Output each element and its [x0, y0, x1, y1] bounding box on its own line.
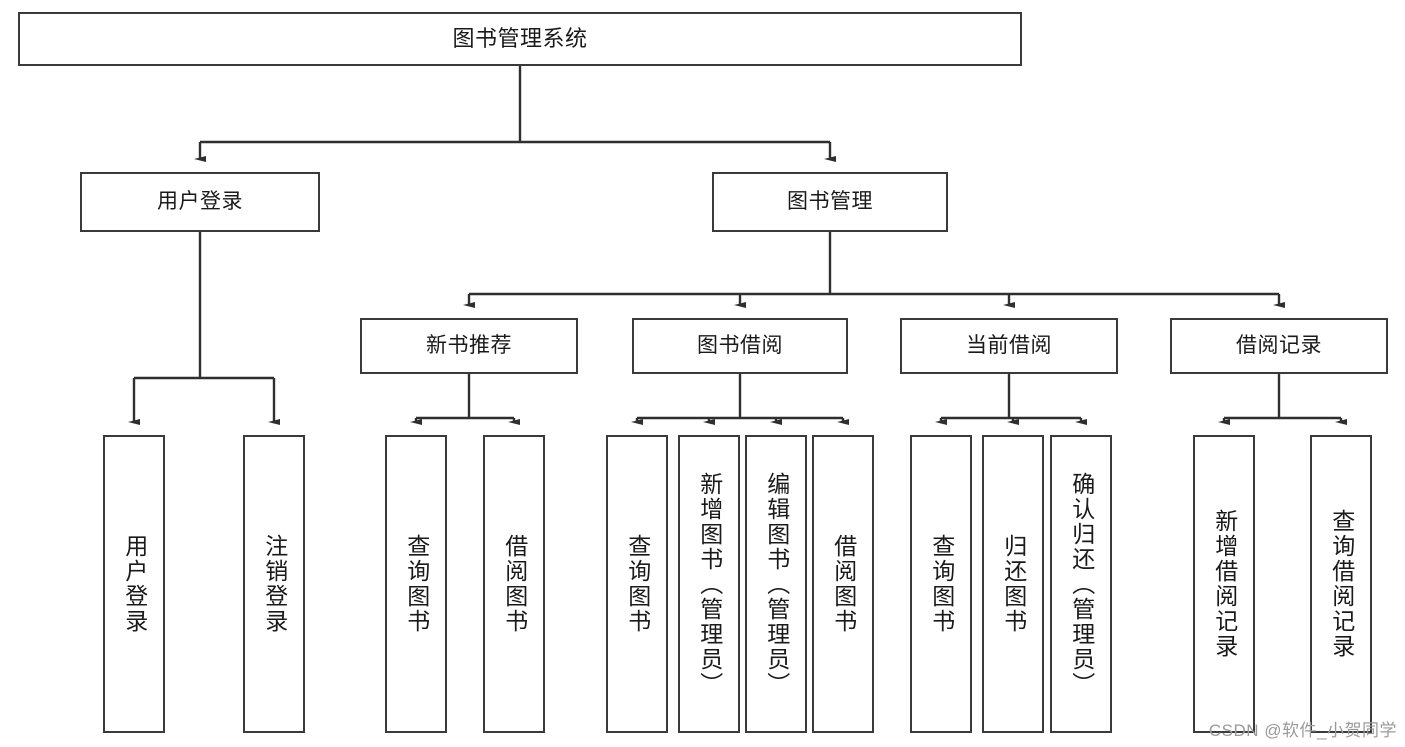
node-leaf-edit-book[interactable]: 编辑图书（管理员） [745, 435, 807, 733]
node-book-borrow[interactable]: 图书借阅 [632, 318, 848, 374]
node-label: 用户登录 [157, 189, 243, 213]
node-leaf-borrow-book-2[interactable]: 借阅图书 [812, 435, 874, 733]
node-book-manage[interactable]: 图书管理 [712, 172, 948, 232]
node-label: 查询图书 [928, 534, 955, 634]
node-label: 借阅记录 [1236, 333, 1322, 357]
node-borrow-record[interactable]: 借阅记录 [1170, 318, 1388, 374]
node-root-system[interactable]: 图书管理系统 [18, 12, 1022, 66]
node-label: 查询图书 [403, 534, 430, 634]
node-label: 新书推荐 [426, 333, 512, 357]
node-label: 当前借阅 [966, 333, 1052, 357]
node-label: 新增借阅记录 [1211, 509, 1238, 659]
node-label: 注销登录 [261, 534, 288, 634]
node-label: 编辑图书（管理员） [763, 471, 790, 697]
node-user-login[interactable]: 用户登录 [80, 172, 320, 232]
node-leaf-borrow-book-1[interactable]: 借阅图书 [483, 435, 545, 733]
node-label: 借阅图书 [501, 534, 528, 634]
node-leaf-query-book-2[interactable]: 查询图书 [606, 435, 668, 733]
node-leaf-return-book[interactable]: 归还图书 [982, 435, 1044, 733]
node-leaf-user-logout[interactable]: 注销登录 [243, 435, 305, 733]
node-label: 查询借阅记录 [1328, 509, 1355, 659]
node-label: 用户登录 [121, 534, 148, 634]
node-label: 图书借阅 [697, 333, 783, 357]
node-label: 图书管理系统 [452, 26, 588, 52]
node-leaf-query-book-3[interactable]: 查询图书 [910, 435, 972, 733]
node-label: 归还图书 [1000, 534, 1027, 634]
node-leaf-user-login[interactable]: 用户登录 [103, 435, 165, 733]
node-new-book-rec[interactable]: 新书推荐 [360, 318, 578, 374]
watermark: CSDN @软件_小贺同学 [1208, 721, 1397, 740]
node-leaf-add-record[interactable]: 新增借阅记录 [1193, 435, 1255, 733]
node-leaf-query-book-1[interactable]: 查询图书 [385, 435, 447, 733]
node-leaf-confirm-return[interactable]: 确认归还（管理员） [1050, 435, 1112, 733]
node-current-borrow[interactable]: 当前借阅 [900, 318, 1118, 374]
node-label: 新增图书（管理员） [696, 471, 723, 697]
node-leaf-add-book[interactable]: 新增图书（管理员） [678, 435, 740, 733]
node-label: 图书管理 [787, 189, 873, 213]
node-label: 确认归还（管理员） [1068, 471, 1095, 697]
node-leaf-query-record[interactable]: 查询借阅记录 [1310, 435, 1372, 733]
node-label: 借阅图书 [830, 534, 857, 634]
node-label: 查询图书 [624, 534, 651, 634]
